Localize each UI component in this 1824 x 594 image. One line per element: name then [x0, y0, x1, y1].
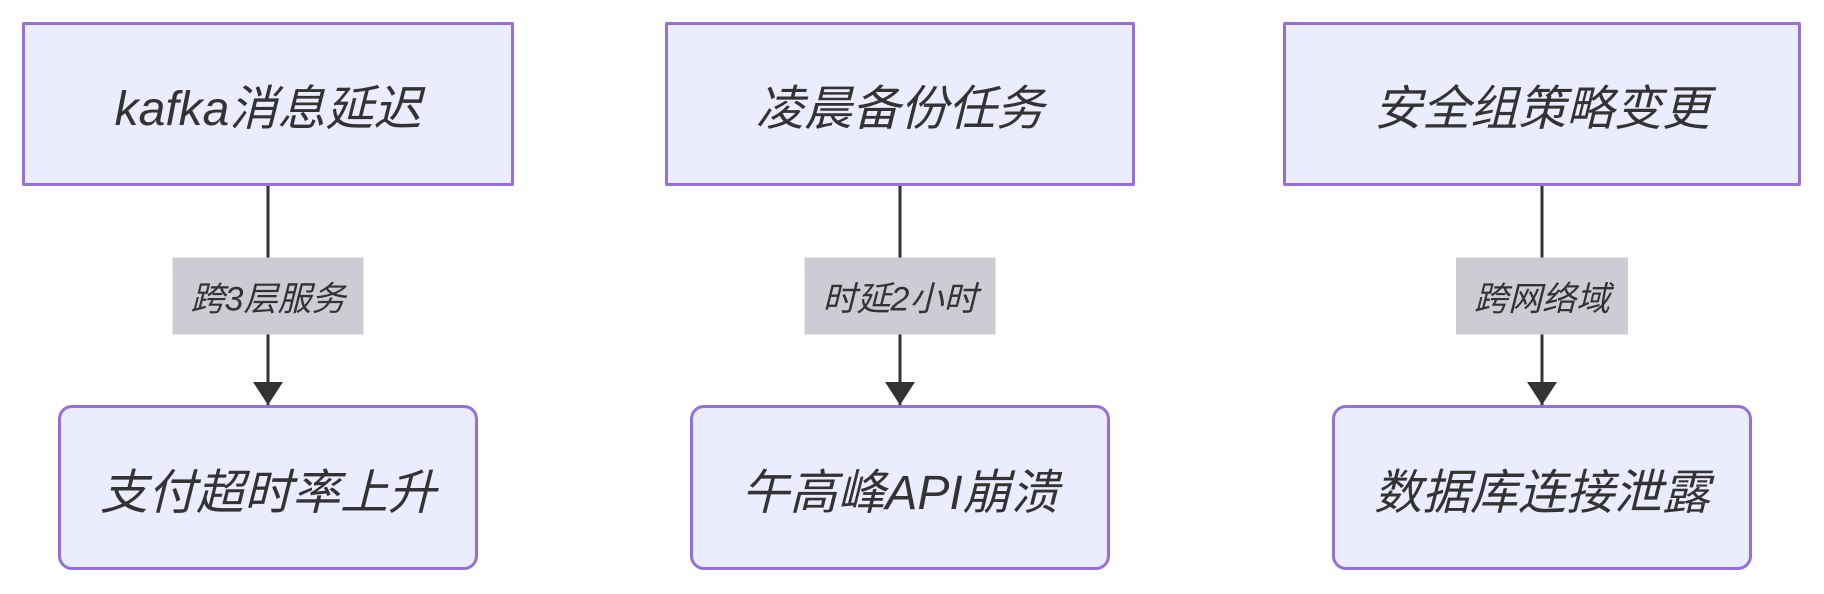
- arrowhead-down-icon: [253, 382, 283, 405]
- flow-column-1: kafka消息延迟 跨3层服务 支付超时率上升: [22, 0, 514, 594]
- target-node-api-crash: 午高峰API崩溃: [690, 405, 1110, 570]
- edge-label-3: 跨网络域: [1456, 257, 1628, 334]
- arrowhead-down-icon: [1527, 382, 1557, 405]
- source-node-security-group-change: 安全组策略变更: [1283, 22, 1801, 186]
- flow-column-3: 安全组策略变更 跨网络域 数据库连接泄露: [1283, 0, 1801, 594]
- target-node-payment-timeout: 支付超时率上升: [58, 405, 478, 570]
- flow-edge-2: 时延2小时: [665, 186, 1135, 405]
- source-node-backup-task: 凌晨备份任务: [665, 22, 1135, 186]
- flow-edge-1: 跨3层服务: [22, 186, 514, 405]
- edge-label-1: 跨3层服务: [172, 257, 364, 334]
- target-node-db-connection-leak: 数据库连接泄露: [1332, 405, 1752, 570]
- flow-column-2: 凌晨备份任务 时延2小时 午高峰API崩溃: [665, 0, 1135, 594]
- flow-edge-3: 跨网络域: [1283, 186, 1801, 405]
- arrowhead-down-icon: [885, 382, 915, 405]
- edge-label-2: 时延2小时: [804, 257, 996, 334]
- source-node-kafka-delay: kafka消息延迟: [22, 22, 514, 186]
